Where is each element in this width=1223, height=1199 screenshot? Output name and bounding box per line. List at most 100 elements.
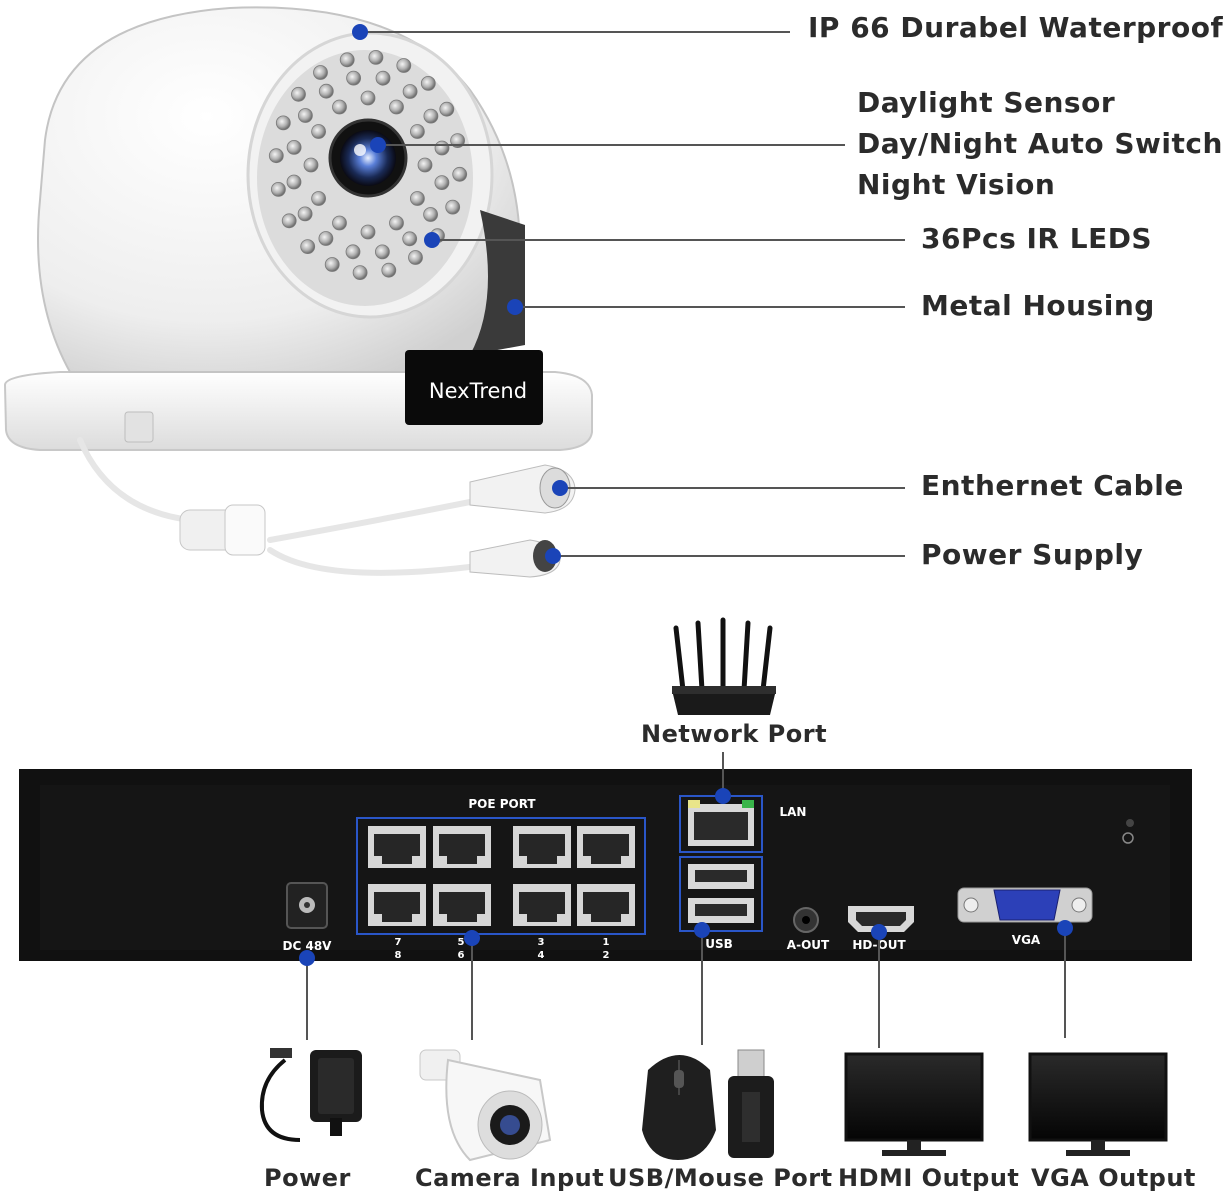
- ir-led: [352, 265, 368, 281]
- poe-rj45-port[interactable]: [513, 884, 571, 926]
- vga-port[interactable]: [957, 887, 1093, 923]
- bullet-camera-image: [419, 1049, 552, 1162]
- ir-led: [439, 101, 455, 117]
- poe-rj45-port[interactable]: [577, 826, 635, 868]
- port-num-7: 7: [395, 937, 402, 948]
- label-usb-mouse-port: USB/Mouse Port: [608, 1164, 833, 1192]
- port-num-2: 2: [603, 950, 610, 961]
- callout-dot-housing: [507, 299, 523, 315]
- ir-led: [434, 175, 450, 191]
- ir-led: [409, 191, 425, 206]
- poe-rj45-port[interactable]: [368, 884, 426, 926]
- ir-led: [300, 239, 316, 255]
- callout-dot-hdmi: [871, 924, 887, 940]
- label-vga-output: VGA Output: [1031, 1164, 1196, 1192]
- brand-logo-text: NexTrend: [429, 379, 527, 403]
- metal-housing: [470, 210, 525, 355]
- nvr-recorder: POE PORT LAN DC 48V USB A-OUT HD-OUT VGA…: [19, 769, 1192, 961]
- label-network-port: Network Port: [641, 720, 828, 748]
- label-metal-housing: Metal Housing: [921, 289, 1155, 322]
- ir-led: [275, 115, 291, 131]
- usb-label: USB: [705, 937, 733, 951]
- callout-dot-ethernet: [552, 480, 568, 496]
- label-ethernet-cable: Enthernet Cable: [921, 469, 1184, 502]
- poe-ports[interactable]: [368, 826, 635, 926]
- ir-led: [291, 86, 306, 102]
- callout-dot-ir: [424, 232, 440, 248]
- callout-dot-power-supply: [545, 548, 561, 564]
- label-night-vision: Night Vision: [857, 168, 1056, 201]
- ir-led: [396, 58, 412, 73]
- ir-led: [423, 207, 439, 222]
- label-power: Power: [264, 1164, 351, 1192]
- callout-dot-usb: [694, 922, 710, 938]
- port-num-3: 3: [538, 937, 545, 948]
- vga-label: VGA: [1012, 933, 1041, 947]
- aout-label: A-OUT: [787, 938, 830, 952]
- ir-led: [311, 124, 327, 139]
- label-power-supply: Power Supply: [921, 538, 1144, 571]
- ir-led: [389, 215, 404, 231]
- ir-led: [270, 181, 286, 197]
- callout-dot-waterproof: [352, 24, 368, 40]
- label-waterproof: IP 66 Durabel Waterproof: [808, 11, 1223, 44]
- port-num-8: 8: [395, 950, 402, 961]
- hdmi-monitor-image: [844, 1052, 984, 1156]
- callout-dot-sensor: [370, 137, 386, 153]
- label-camera-input: Camera Input: [415, 1164, 605, 1192]
- ir-led: [402, 231, 418, 247]
- callout-dot-power: [299, 950, 315, 966]
- ir-led: [332, 99, 347, 115]
- port-num-5: 5: [458, 937, 465, 948]
- poe-rj45-port[interactable]: [513, 826, 571, 868]
- poe-port-frame: [356, 817, 646, 935]
- ir-led: [311, 191, 327, 206]
- ir-led: [297, 108, 313, 123]
- ir-led: [374, 244, 390, 260]
- ir-led: [339, 52, 355, 68]
- ir-led: [381, 262, 397, 278]
- ir-led: [389, 99, 404, 115]
- ir-led: [268, 148, 284, 164]
- dome-camera: NexTrend: [3, 6, 593, 578]
- ir-led: [281, 213, 297, 229]
- power-adapter-image: [259, 1048, 362, 1142]
- ir-led: [332, 215, 347, 231]
- poe-port-label: POE PORT: [468, 797, 536, 811]
- ir-led: [420, 76, 436, 91]
- label-day-night-switch: Day/Night Auto Switch: [857, 127, 1223, 160]
- ir-led: [434, 140, 450, 156]
- usb-frame: [679, 856, 763, 932]
- brand-plate: [405, 350, 543, 425]
- vga-monitor-image: [1028, 1052, 1168, 1156]
- ir-led: [313, 65, 328, 80]
- port-num-4: 4: [538, 950, 545, 961]
- poe-rj45-port[interactable]: [433, 826, 491, 868]
- ir-led: [297, 206, 313, 222]
- camera-callouts: [352, 24, 905, 564]
- dc-label: DC 48V: [283, 939, 333, 953]
- ir-led: [318, 231, 334, 246]
- nvr-callouts: [299, 752, 1073, 1048]
- callout-dot-network: [715, 788, 731, 804]
- port-num-1: 1: [603, 937, 610, 948]
- label-daylight-sensor: Daylight Sensor: [857, 86, 1116, 119]
- port-num-6: 6: [458, 950, 465, 961]
- poe-rj45-port[interactable]: [433, 884, 491, 926]
- ir-led: [286, 139, 302, 155]
- ir-led: [346, 70, 362, 86]
- poe-rj45-port[interactable]: [368, 826, 426, 868]
- ir-led: [445, 199, 461, 215]
- callout-dot-camera-input: [464, 930, 480, 946]
- ir-led: [303, 157, 319, 173]
- ir-led: [360, 90, 376, 106]
- ir-led: [409, 124, 425, 139]
- mouse-and-usb-image: [642, 1049, 774, 1160]
- ir-led: [417, 157, 433, 173]
- ir-led: [402, 84, 418, 99]
- router: [672, 617, 776, 715]
- poe-rj45-port[interactable]: [577, 884, 635, 926]
- ir-led: [452, 166, 468, 182]
- ir-led: [368, 50, 384, 65]
